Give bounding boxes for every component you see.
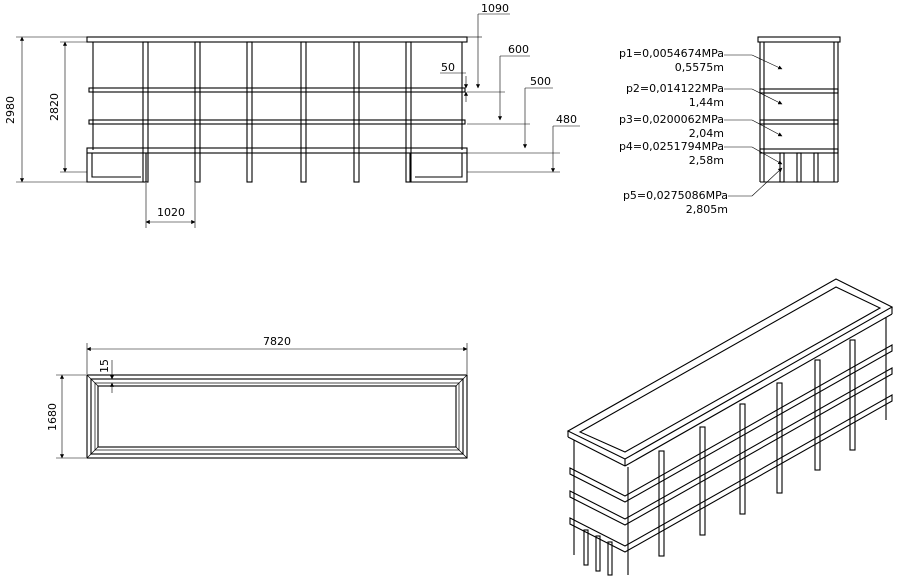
- iso-posts: [658, 339, 856, 557]
- p1-value: p1=0,0054674MPa: [619, 47, 724, 60]
- dim-rib-3: 480: [556, 113, 577, 126]
- front-posts: [142, 41, 412, 183]
- p2-value: p2=0,014122MPa: [626, 82, 724, 95]
- dim-frame-height: 2820: [48, 93, 61, 121]
- front-right-dimensions: 1090 600 50 500 480: [440, 2, 580, 173]
- p5-height: 2,805m: [686, 203, 728, 216]
- dim-length: 7820: [263, 335, 291, 348]
- p4-value: p4=0,0251794MPa: [619, 140, 724, 153]
- dim-rib-gap: 50: [441, 61, 455, 74]
- p2-height: 1,44m: [689, 96, 724, 109]
- p1-height: 0,5575m: [675, 61, 724, 74]
- dim-rib-2: 500: [530, 75, 551, 88]
- iso-ribs: [569, 344, 893, 553]
- p3-height: 2,04m: [689, 127, 724, 140]
- dim-top-overhang: 1090: [481, 2, 509, 15]
- top-view: 7820 1680 15: [46, 335, 468, 459]
- dim-wall: 15: [98, 359, 111, 373]
- pressure-labels: p1=0,0054674MPa 0,5575m p2=0,014122MPa 1…: [619, 47, 783, 216]
- dim-post-spacing: 1020: [157, 206, 185, 219]
- p3-value: p3=0,0200062MPa: [619, 113, 724, 126]
- side-view: p1=0,0054674MPa 0,5575m p2=0,014122MPa 1…: [619, 36, 841, 216]
- iso-skids: [583, 529, 613, 576]
- dim-total-height: 2980: [4, 96, 17, 124]
- front-view: 2980 2820 1020 1090 600 50: [4, 2, 580, 228]
- isometric-view: [566, 278, 894, 576]
- dim-width: 1680: [46, 403, 59, 431]
- p5-value: p5=0,0275086MPa: [623, 189, 728, 202]
- p4-height: 2,58m: [689, 154, 724, 167]
- dim-rib-1: 600: [508, 43, 529, 56]
